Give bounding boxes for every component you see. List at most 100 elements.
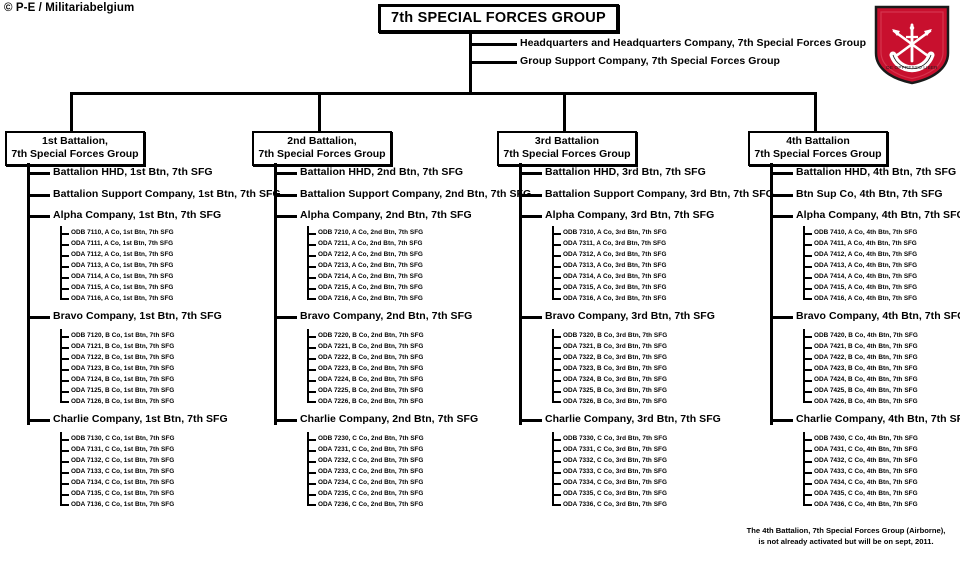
root-staff-stub-1 <box>469 43 517 46</box>
b1-bravo-spine <box>60 329 62 401</box>
b3-charlie-team-0: ODB 7330, C Co, 3rd Btn, 7th SFG <box>563 435 668 442</box>
battalion-drop-1 <box>70 92 73 132</box>
b4-bravo-team-2: ODA 7422, B Co, 4th Btn, 7th SFG <box>814 354 918 361</box>
b1-alpha-team-3: ODA 7113, A Co, 1st Btn, 7th SFG <box>71 262 174 269</box>
battalion-3-company-alpha: Alpha Company, 3rd Btn, 7th SFG <box>545 209 715 221</box>
b4-alpha-stub-5 <box>803 288 812 290</box>
b4-bravo-stub-4 <box>803 380 812 382</box>
b3-bravo-spine <box>552 329 554 401</box>
battalion-1-stub-bravo <box>27 316 50 319</box>
b4-charlie-stub-3 <box>803 472 812 474</box>
battalion-4-unit-support: Btn Sup Co, 4th Btn, 7th SFG <box>796 188 943 200</box>
b2-charlie-team-4: ODA 7234, C Co, 2nd Btn, 7th SFG <box>318 479 424 486</box>
b4-charlie-spine <box>803 432 805 504</box>
b4-charlie-team-6: ODA 7436, C Co, 4th Btn, 7th SFG <box>814 501 918 508</box>
b1-alpha-stub-3 <box>60 266 69 268</box>
b3-bravo-team-4: ODA 7324, B Co, 3rd Btn, 7th SFG <box>563 376 667 383</box>
b4-alpha-stub-2 <box>803 255 812 257</box>
b4-alpha-stub-3 <box>803 266 812 268</box>
battalion-4-company-charlie: Charlie Company, 4th Btn, 7th SFG <box>796 413 960 425</box>
b2-alpha-team-2: ODA 7212, A Co, 2nd Btn, 7th SFG <box>318 251 423 258</box>
battalion-3-spine <box>519 163 522 425</box>
b2-alpha-stub-0 <box>307 233 316 235</box>
b1-charlie-stub-1 <box>60 450 69 452</box>
b4-charlie-team-2: ODA 7432, C Co, 4th Btn, 7th SFG <box>814 457 918 464</box>
battalion-2-company-alpha: Alpha Company, 2nd Btn, 7th SFG <box>300 209 472 221</box>
battalion-2-spine <box>274 163 277 425</box>
b4-bravo-stub-6 <box>803 401 812 403</box>
b4-bravo-team-5: ODA 7425, B Co, 4th Btn, 7th SFG <box>814 387 918 394</box>
b1-charlie-stub-5 <box>60 494 69 496</box>
battalion-box-1[interactable]: 1st Battalion, 7th Special Forces Group <box>5 131 145 166</box>
b1-alpha-stub-6 <box>60 298 69 300</box>
b3-charlie-spine <box>552 432 554 504</box>
b1-bravo-team-2: ODA 7122, B Co, 1st Btn, 7th SFG <box>71 354 175 361</box>
footnote-line-1: The 4th Battalion, 7th Special Forces Gr… <box>746 526 946 535</box>
battalion-1-company-alpha: Alpha Company, 1st Btn, 7th SFG <box>53 209 222 221</box>
battalion-1-unit-support: Battalion Support Company, 1st Btn, 7th … <box>53 188 281 200</box>
b4-bravo-stub-5 <box>803 391 812 393</box>
b3-alpha-stub-2 <box>552 255 561 257</box>
group-staff-hhc: Headquarters and Headquarters Company, 7… <box>520 37 867 49</box>
b1-bravo-stub-1 <box>60 347 69 349</box>
b2-bravo-stub-4 <box>307 380 316 382</box>
battalion-1-stub-hhd <box>27 172 50 175</box>
battalion-1-spine <box>27 163 30 425</box>
b2-bravo-team-0: ODB 7220, B Co, 2nd Btn, 7th SFG <box>318 332 424 339</box>
b1-bravo-team-6: ODA 7126, B Co, 1st Btn, 7th SFG <box>71 398 175 405</box>
b1-charlie-spine <box>60 432 62 504</box>
b3-charlie-team-5: ODA 7335, C Co, 3rd Btn, 7th SFG <box>563 490 667 497</box>
battalion-box-3[interactable]: 3rd Battalion 7th Special Forces Group <box>497 131 637 166</box>
b2-bravo-team-3: ODA 7223, B Co, 2nd Btn, 7th SFG <box>318 365 424 372</box>
b3-charlie-team-1: ODA 7331, C Co, 3rd Btn, 7th SFG <box>563 446 667 453</box>
b4-alpha-stub-6 <box>803 298 812 300</box>
root-spine <box>469 33 472 95</box>
battalion-4-stub-hhd <box>770 172 793 175</box>
b4-charlie-stub-6 <box>803 504 812 506</box>
b2-charlie-team-1: ODA 7231, C Co, 2nd Btn, 7th SFG <box>318 446 424 453</box>
b3-alpha-team-6: ODA 7316, A Co, 3rd Btn, 7th SFG <box>563 295 667 302</box>
b4-charlie-stub-5 <box>803 494 812 496</box>
battalion-1-stub-sup <box>27 194 50 197</box>
b1-charlie-team-5: ODA 7135, C Co, 1st Btn, 7th SFG <box>71 490 175 497</box>
b3-charlie-stub-3 <box>552 472 561 474</box>
b1-bravo-team-4: ODA 7124, B Co, 1st Btn, 7th SFG <box>71 376 175 383</box>
b1-charlie-team-3: ODA 7133, C Co, 1st Btn, 7th SFG <box>71 468 175 475</box>
b3-charlie-team-3: ODA 7333, C Co, 3rd Btn, 7th SFG <box>563 468 667 475</box>
b1-alpha-team-4: ODA 7114, A Co, 1st Btn, 7th SFG <box>71 273 174 280</box>
b4-alpha-team-6: ODA 7416, A Co, 4th Btn, 7th SFG <box>814 295 918 302</box>
battalion-box-4[interactable]: 4th Battalion 7th Special Forces Group <box>748 131 888 166</box>
battalion-4-stub-sup <box>770 194 793 197</box>
b2-bravo-team-2: ODA 7222, B Co, 2nd Btn, 7th SFG <box>318 354 424 361</box>
b2-charlie-stub-2 <box>307 461 316 463</box>
b2-charlie-stub-6 <box>307 504 316 506</box>
b3-charlie-team-4: ODA 7334, C Co, 3rd Btn, 7th SFG <box>563 479 667 486</box>
b4-charlie-stub-0 <box>803 439 812 441</box>
b4-charlie-team-1: ODA 7431, C Co, 4th Btn, 7th SFG <box>814 446 918 453</box>
b3-charlie-team-2: ODA 7332, C Co, 3rd Btn, 7th SFG <box>563 457 667 464</box>
b2-charlie-team-2: ODA 7232, C Co, 2nd Btn, 7th SFG <box>318 457 424 464</box>
battalion-3-unit-hhd: Battalion HHD, 3rd Btn, 7th SFG <box>545 166 706 178</box>
battalion-drop-3 <box>563 92 566 132</box>
b4-bravo-team-0: ODB 7420, B Co, 4th Btn, 7th SFG <box>814 332 918 339</box>
b3-charlie-stub-4 <box>552 483 561 485</box>
b3-bravo-stub-5 <box>552 391 561 393</box>
b2-alpha-team-3: ODA 7213, A Co, 2nd Btn, 7th SFG <box>318 262 423 269</box>
b1-bravo-team-5: ODA 7125, B Co, 1st Btn, 7th SFG <box>71 387 175 394</box>
b2-charlie-stub-5 <box>307 494 316 496</box>
b2-charlie-spine <box>307 432 309 504</box>
b3-bravo-stub-4 <box>552 380 561 382</box>
b2-bravo-team-6: ODA 7226, B Co, 2nd Btn, 7th SFG <box>318 398 424 405</box>
b3-bravo-stub-0 <box>552 336 561 338</box>
b4-bravo-team-3: ODA 7423, B Co, 4th Btn, 7th SFG <box>814 365 918 372</box>
b3-charlie-stub-5 <box>552 494 561 496</box>
battalion-3-stub-alpha <box>519 215 542 218</box>
battalion-box-2[interactable]: 2nd Battalion, 7th Special Forces Group <box>252 131 392 166</box>
battalion-4-company-alpha: Alpha Company, 4th Btn, 7th SFG <box>796 209 960 221</box>
b3-bravo-stub-6 <box>552 401 561 403</box>
b2-alpha-team-4: ODA 7214, A Co, 2nd Btn, 7th SFG <box>318 273 423 280</box>
b1-alpha-team-1: ODA 7111, A Co, 1st Btn, 7th SFG <box>71 240 174 247</box>
b2-alpha-team-6: ODA 7216, A Co, 2nd Btn, 7th SFG <box>318 295 423 302</box>
b4-alpha-stub-4 <box>803 277 812 279</box>
